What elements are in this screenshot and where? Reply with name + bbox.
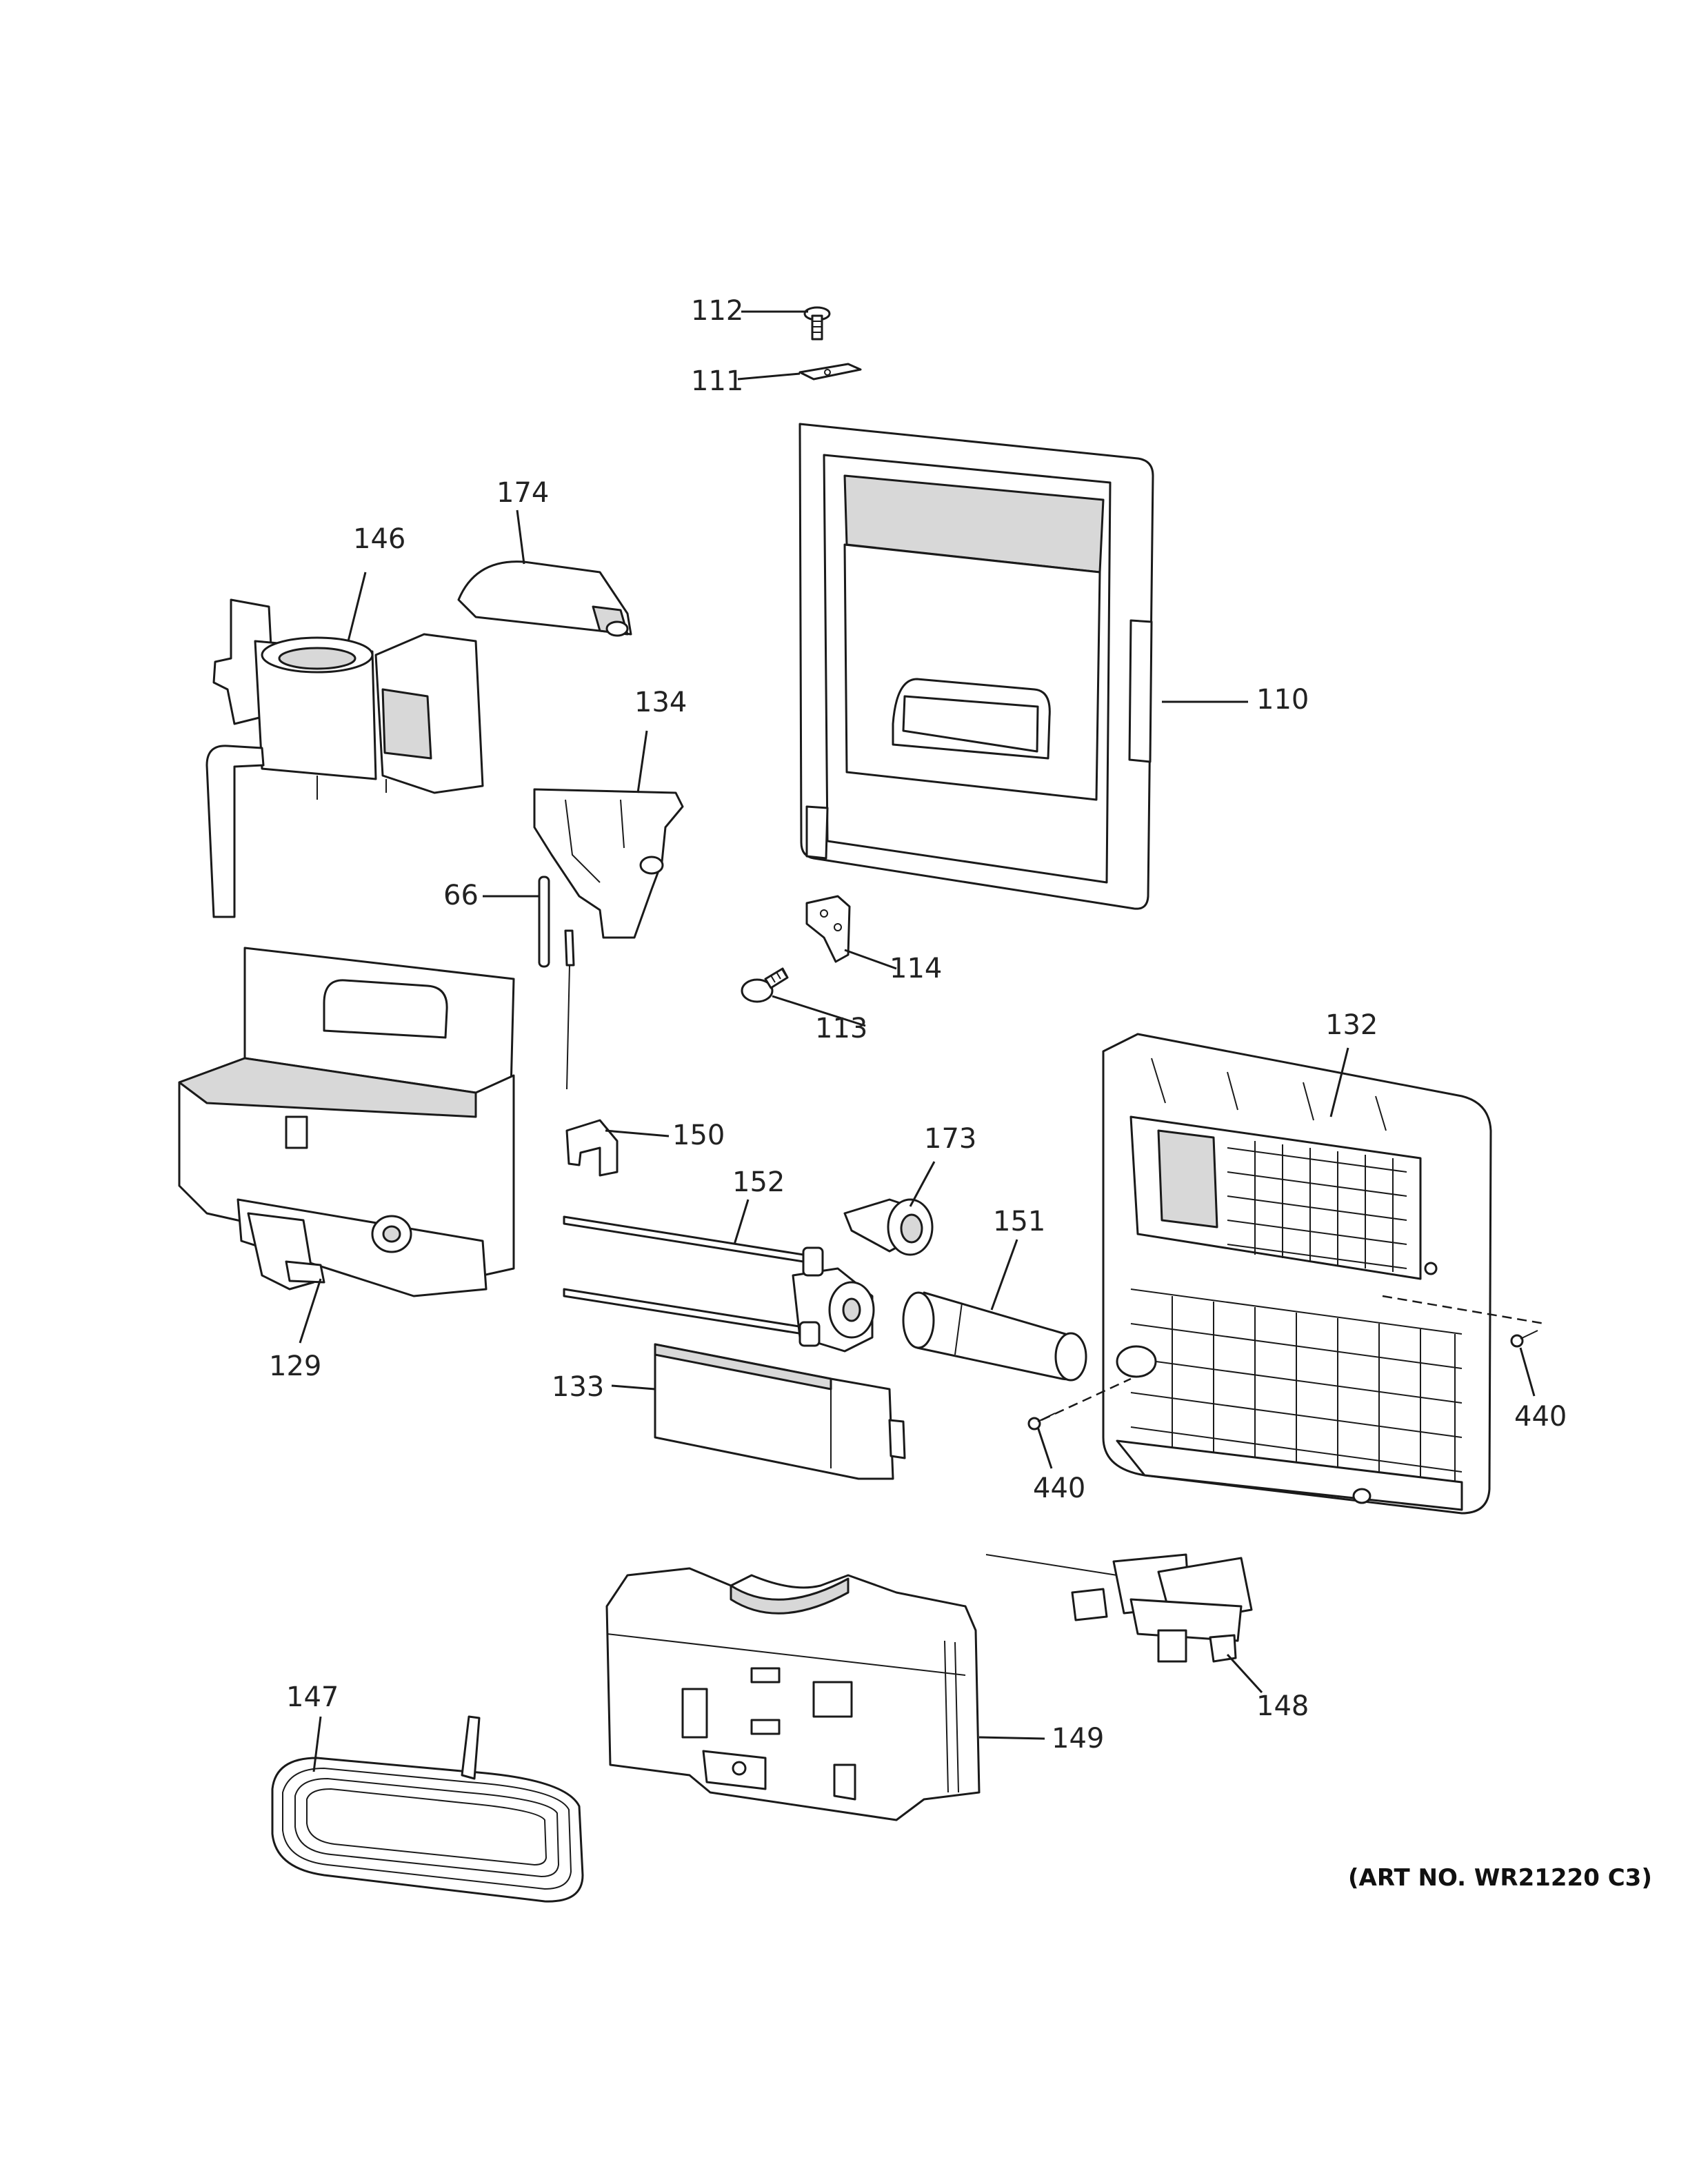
part-110-door (798, 423, 1154, 910)
callout-151: 151 (993, 1206, 1045, 1237)
callout-66: 66 (443, 880, 479, 911)
part-132-rear-panel (1102, 1033, 1492, 1515)
part-440-screw-right (1382, 1295, 1545, 1348)
callout-114: 114 (890, 953, 942, 984)
callout-152: 152 (732, 1166, 785, 1198)
art-number: (ART NO. WR21220 C3) (1348, 1864, 1652, 1892)
part-113-screw (741, 967, 789, 1003)
part-173-cap (843, 1198, 934, 1256)
callout-173: 173 (924, 1123, 976, 1155)
callout-134: 134 (634, 687, 687, 718)
part-66-wire-link (538, 876, 575, 1090)
callout-111: 111 (691, 365, 743, 397)
callout-132: 132 (1325, 1009, 1378, 1041)
callout-440-right: 440 (1514, 1401, 1567, 1433)
callout-labels: 112 111 174 146 134 110 66 114 113 132 1… (269, 295, 1567, 1755)
leader-lines (299, 310, 1536, 1772)
part-174-cover (457, 560, 632, 637)
callout-174: 174 (496, 477, 549, 509)
callout-149: 149 (1052, 1723, 1104, 1755)
part-152-rods (563, 1215, 875, 1353)
part-111-bracket (798, 363, 862, 381)
part-149-housing (605, 1567, 981, 1821)
part-148-water-valve (985, 1553, 1253, 1663)
callout-113: 113 (815, 1013, 867, 1044)
callout-150: 150 (672, 1120, 725, 1151)
callout-133: 133 (552, 1371, 604, 1403)
part-147-heater-coil (271, 1715, 584, 1903)
part-114-hinge (805, 895, 851, 963)
part-146-auger-motor (205, 598, 484, 918)
callout-112: 112 (691, 295, 743, 327)
part-151-filter (902, 1291, 1087, 1382)
callout-110: 110 (1256, 684, 1309, 716)
part-134-chute-bracket (533, 788, 684, 939)
part-133-cover-panel (654, 1343, 906, 1480)
part-129-ice-bucket (178, 947, 515, 1297)
part-150-clip (565, 1119, 619, 1177)
callout-146: 146 (353, 523, 405, 555)
callout-440-left: 440 (1033, 1473, 1085, 1504)
part-440-screw-left (1027, 1377, 1132, 1430)
callout-147: 147 (286, 1681, 339, 1713)
callout-129: 129 (269, 1351, 321, 1382)
callout-148: 148 (1256, 1690, 1309, 1722)
part-112-screw (803, 306, 831, 341)
